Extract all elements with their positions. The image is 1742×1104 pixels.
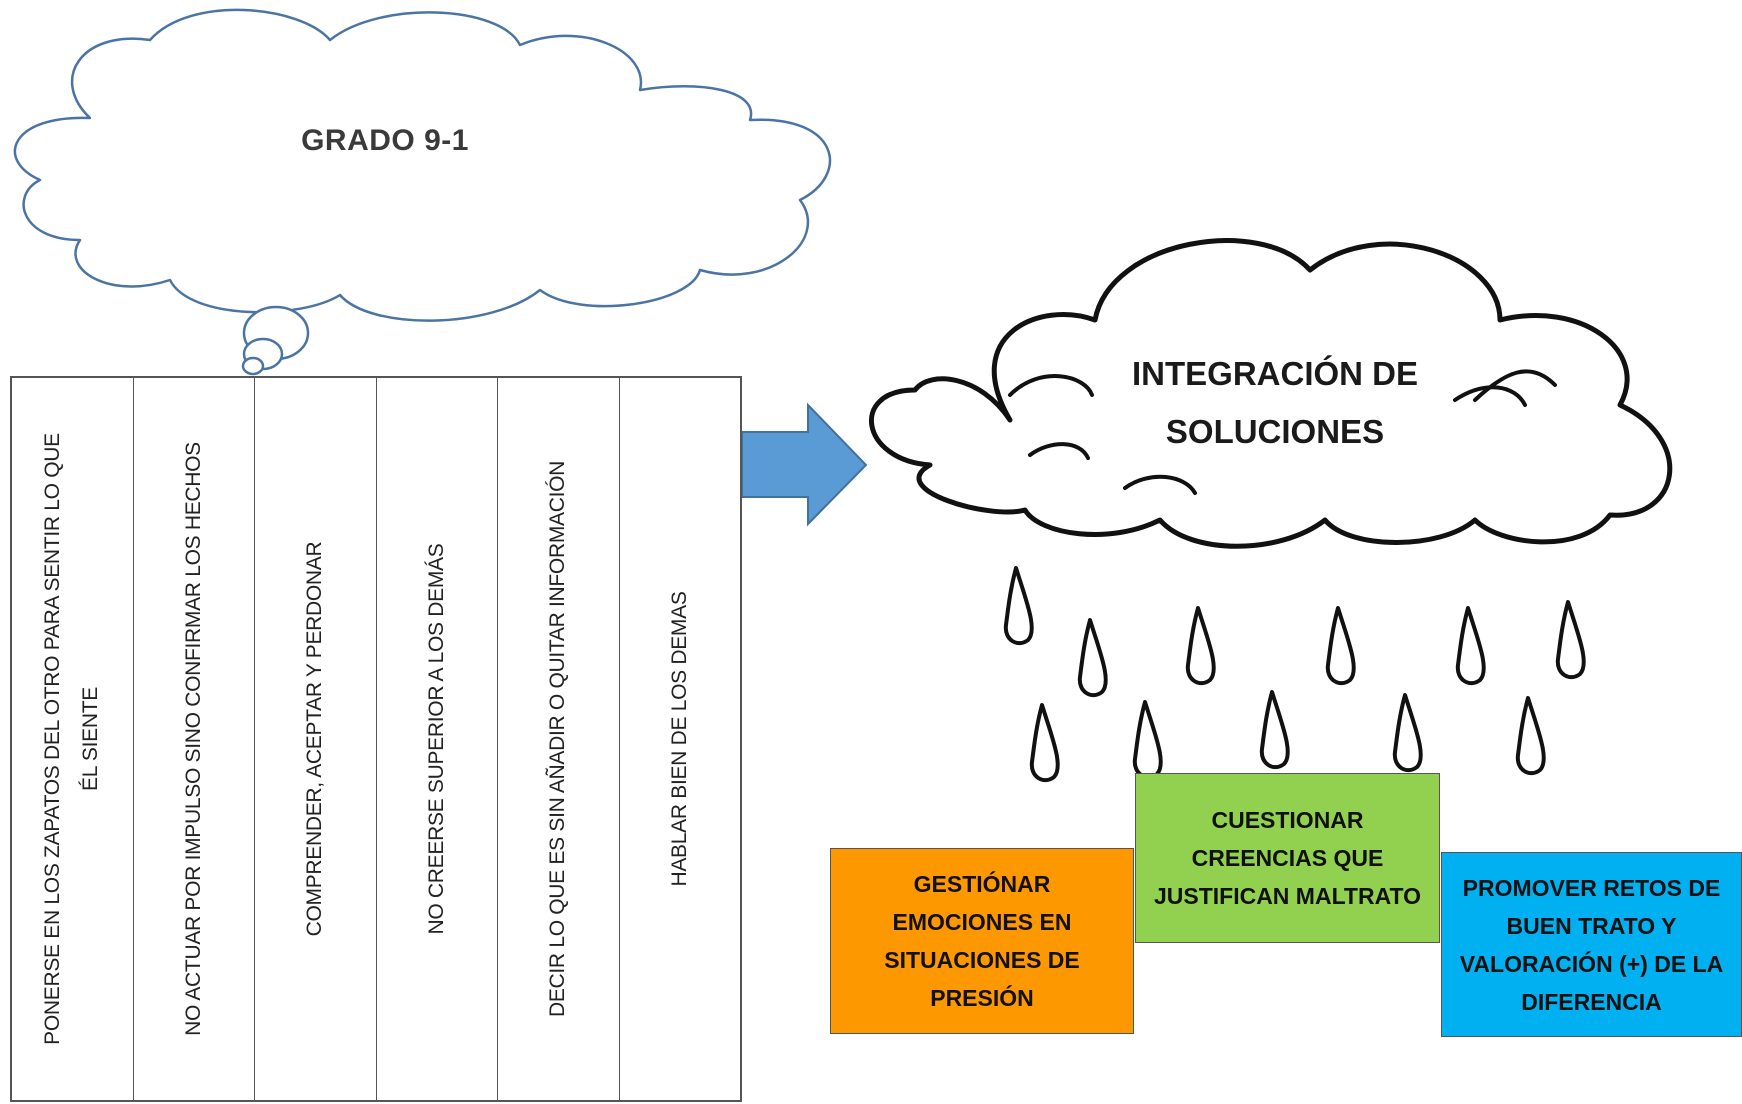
table-column: NO CREERSE SUPERIOR A LOS DEMÁS — [377, 378, 498, 1100]
solution-box-green: CUESTIONAR CREENCIAS QUE JUSTIFICAN MALT… — [1135, 773, 1440, 943]
raindrop-9 — [1259, 690, 1290, 770]
raindrop-11 — [1515, 696, 1546, 776]
cloud-shading — [1008, 369, 1557, 495]
column-text: DECIR LO QUE ES SIN AÑADIR O QUITAR INFO… — [546, 460, 570, 1018]
solution-box-blue: PROMOVER RETOS DE BUEN TRATO Y VALORACIÓ… — [1441, 852, 1742, 1037]
raindrop-6 — [1555, 600, 1586, 680]
column-text: HABLAR BIEN DE LOS DEMAS — [667, 591, 691, 887]
solution-box-orange: GESTIÓNAR EMOCIONES EN SITUACIONES DE PR… — [830, 848, 1134, 1034]
column-text: NO ACTUAR POR IMPULSO SINO CONFIRMAR LOS… — [181, 442, 205, 1036]
column-text: PONERSE EN LOS ZAPATOS DEL OTRO PARA SEN… — [41, 433, 103, 1045]
table-column: NO ACTUAR POR IMPULSO SINO CONFIRMAR LOS… — [134, 378, 255, 1100]
thought-cloud — [13, 8, 832, 322]
rain-cloud-title: INTEGRACIÓN DE SOLUCIONES — [1131, 355, 1418, 450]
raindrop-3 — [1185, 606, 1216, 686]
raindrop-7 — [1029, 703, 1060, 783]
rain-cloud — [868, 238, 1673, 549]
thought-bubbles — [241, 305, 310, 376]
raindrop-5 — [1455, 606, 1486, 686]
solution-text: CUESTIONAR CREENCIAS QUE JUSTIFICAN MALT… — [1153, 807, 1422, 909]
raindrop-10 — [1392, 693, 1423, 773]
raindrop-2 — [1077, 618, 1108, 698]
table-column: DECIR LO QUE ES SIN AÑADIR O QUITAR INFO… — [498, 378, 620, 1100]
table-column: PONERSE EN LOS ZAPATOS DEL OTRO PARA SEN… — [12, 378, 134, 1100]
raindrop-1 — [1003, 566, 1034, 646]
raindrops — [1003, 566, 1586, 783]
solution-text: GESTIÓNAR EMOCIONES EN SITUACIONES DE PR… — [884, 871, 1080, 1011]
values-table: PONERSE EN LOS ZAPATOS DEL OTRO PARA SEN… — [10, 376, 742, 1102]
table-column: HABLAR BIEN DE LOS DEMAS — [620, 378, 741, 1100]
raindrop-8 — [1132, 700, 1163, 780]
raindrop-4 — [1325, 606, 1356, 686]
thought-cloud-title: GRADO 9-1 — [301, 124, 469, 157]
column-text: NO CREERSE SUPERIOR A LOS DEMÁS — [424, 543, 448, 935]
solution-text: PROMOVER RETOS DE BUEN TRATO Y VALORACIÓ… — [1459, 874, 1724, 1015]
right-arrow-icon — [741, 402, 868, 527]
table-column: COMPRENDER, ACEPTAR Y PERDONAR — [255, 378, 377, 1100]
column-text: COMPRENDER, ACEPTAR Y PERDONAR — [303, 541, 327, 937]
